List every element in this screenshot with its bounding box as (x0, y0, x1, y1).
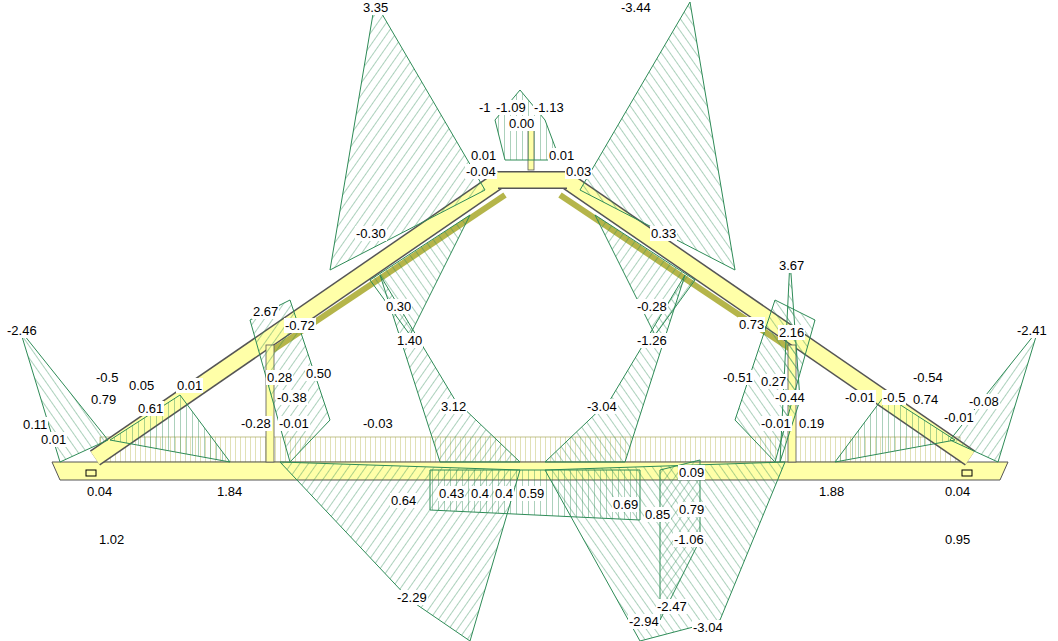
force-value: -1.09 (495, 100, 527, 115)
force-value: -2.29 (396, 590, 428, 605)
force-value: 3.67 (778, 258, 805, 273)
force-value: -2.94 (628, 614, 660, 629)
force-diagrams (20, 2, 1038, 641)
force-value: 0.01 (40, 432, 67, 447)
force-value: 0.4 (494, 486, 514, 501)
force-value: -2.41 (1016, 323, 1048, 338)
force-value: 0.43 (438, 486, 465, 501)
force-value: -0.03 (362, 416, 394, 431)
force-value: 2.16 (778, 325, 805, 340)
force-value: 0.01 (176, 378, 203, 393)
force-value: -0.51 (722, 370, 754, 385)
force-value: 0.79 (90, 392, 117, 407)
force-value: -0.28 (636, 299, 668, 314)
force-value: 1.02 (98, 532, 125, 547)
chord-moment (110, 395, 230, 462)
force-value: 0.4 (470, 486, 490, 501)
force-value: 3.35 (362, 0, 389, 15)
post-moment (250, 300, 330, 462)
moment-area (430, 470, 640, 520)
force-value: 0.05 (128, 378, 155, 393)
force-value: 0.33 (650, 226, 677, 241)
force-value: -3.04 (586, 399, 618, 414)
force-value: 0.04 (86, 484, 113, 499)
force-value: 0.03 (565, 164, 592, 179)
force-value: -1.26 (636, 333, 668, 348)
force-value: 0.79 (678, 502, 705, 517)
support (86, 470, 96, 476)
force-value: 2.67 (252, 304, 279, 319)
force-value: -2.46 (6, 323, 38, 338)
force-value: 0.85 (644, 507, 671, 522)
force-value: 0.11 (22, 417, 48, 432)
force-value: 0.01 (470, 148, 497, 163)
force-value: 0.27 (760, 374, 787, 389)
force-value: -0.01 (760, 416, 792, 431)
force-value: -0.38 (276, 390, 308, 405)
force-value: -3.04 (692, 620, 724, 635)
moment-area (280, 462, 520, 641)
force-value: 1.84 (216, 484, 243, 499)
moment-area (380, 275, 520, 462)
force-value: -0.72 (284, 318, 316, 333)
force-value: 0.28 (266, 370, 293, 385)
force-value: -0.08 (968, 394, 1000, 409)
end-moment (950, 330, 1038, 462)
force-value: -0.01 (278, 416, 310, 431)
force-value: 0.30 (385, 299, 412, 314)
truss-members (52, 118, 1008, 480)
force-value: 1.88 (818, 484, 845, 499)
force-value: 0.74 (912, 392, 939, 407)
force-value: -0.04 (465, 164, 497, 179)
force-value: -0.5 (882, 390, 906, 405)
force-value: 0.19 (798, 416, 825, 431)
force-value: 0.09 (678, 465, 705, 480)
force-value: 0.04 (944, 484, 971, 499)
force-value: -0.28 (240, 416, 272, 431)
force-value: -0.30 (355, 226, 387, 241)
force-value: 0.64 (390, 493, 417, 508)
chord-diagram (100, 437, 960, 462)
support (962, 470, 972, 476)
force-value: -1.13 (533, 100, 565, 115)
force-value: -0.01 (943, 410, 975, 425)
force-value: 0.01 (548, 148, 575, 163)
force-value: -0.01 (844, 390, 876, 405)
force-value: 0.69 (612, 497, 639, 512)
force-value: -0.54 (912, 370, 944, 385)
force-value: -1.06 (673, 532, 705, 547)
moment-area (595, 215, 695, 335)
force-value: 1.40 (396, 333, 423, 348)
post-moment (780, 260, 800, 462)
force-value: -0.5 (95, 370, 119, 385)
force-value: -3.44 (620, 0, 652, 15)
top-chord (498, 173, 567, 188)
force-value: 3.12 (440, 399, 467, 414)
top-outline (498, 171, 567, 189)
force-value: 0.59 (518, 486, 545, 501)
force-value: -1 (478, 100, 492, 115)
force-value: 0.50 (305, 366, 332, 381)
force-value: -2.47 (656, 599, 688, 614)
force-value: 0.73 (738, 317, 765, 332)
force-value: 0.61 (137, 401, 164, 416)
force-value: 0.95 (944, 532, 971, 547)
force-value: 0.00 (508, 116, 535, 131)
moment-area (545, 275, 685, 462)
force-value: -0.44 (774, 390, 806, 405)
